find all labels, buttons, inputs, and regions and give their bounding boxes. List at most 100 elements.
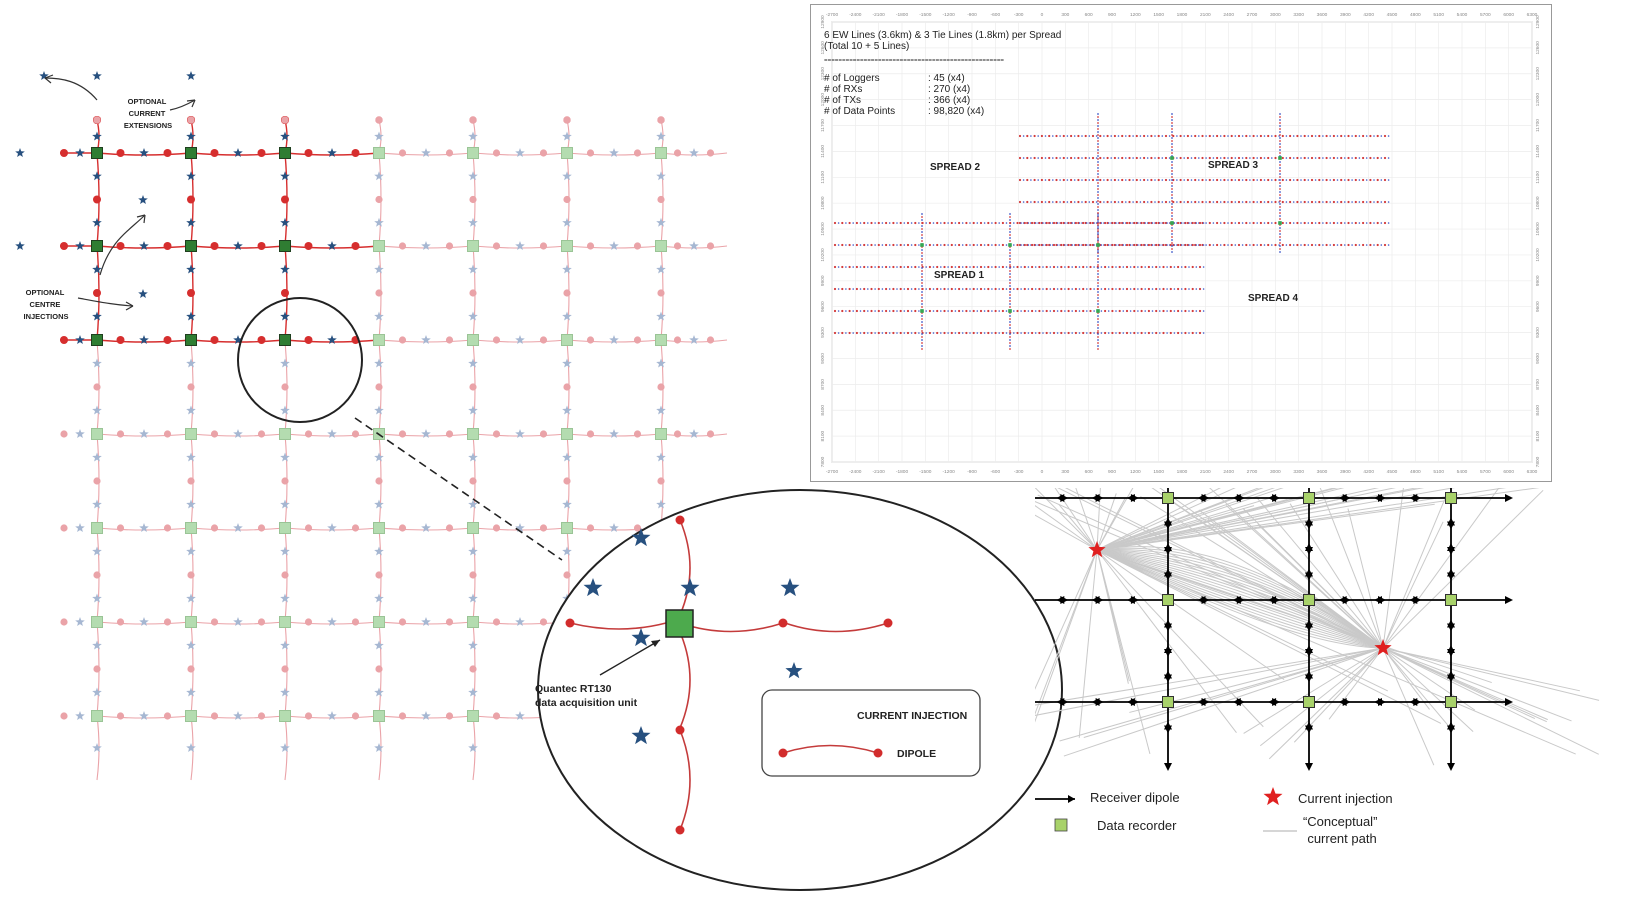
x-tick-top: -600	[991, 12, 1001, 18]
y-tick-right: 12900	[1535, 15, 1541, 29]
spread-recorder	[1096, 243, 1100, 247]
x-tick-bottom: -1500	[919, 469, 932, 475]
y-tick-right: 10200	[1535, 248, 1541, 262]
grid-star	[421, 711, 431, 720]
current-injections	[1088, 541, 1392, 656]
x-tick-bottom: 5400	[1457, 469, 1468, 475]
grid-data-recorder	[467, 616, 479, 628]
grid-star	[75, 429, 85, 438]
grid-star	[468, 640, 478, 650]
grid-electrode	[304, 618, 313, 626]
grid-electrode	[304, 149, 313, 157]
y-tick-left: 12600	[820, 41, 826, 55]
grid-star	[92, 405, 102, 415]
grid-star	[656, 687, 666, 697]
grid-electrode	[492, 524, 501, 532]
x-tick-bottom: 2400	[1223, 469, 1234, 475]
grid-star	[186, 546, 196, 556]
grid-star	[609, 617, 619, 626]
grid-star	[374, 593, 384, 603]
grid-electrode	[633, 712, 642, 720]
grid-data-recorder	[373, 240, 385, 252]
data-recorder	[1445, 492, 1457, 504]
grid-star	[280, 593, 290, 603]
grid-electrode	[163, 712, 172, 720]
x-tick-top: -2700	[826, 12, 839, 18]
grid-electrode	[539, 618, 548, 626]
grid-electrode	[210, 618, 219, 626]
legend-injection-star	[1263, 787, 1283, 806]
grid-electrode	[398, 242, 407, 250]
grid-star	[609, 148, 619, 157]
grid-data-recorder	[561, 616, 573, 628]
legend-data-recorder-icon	[1054, 818, 1068, 832]
spread-recorder	[1278, 221, 1282, 225]
grid-electrode	[492, 430, 501, 438]
grid-electrode	[706, 149, 715, 157]
grid-electrode	[351, 242, 360, 250]
grid-data-recorder	[185, 147, 197, 159]
grid-electrode	[116, 336, 125, 344]
grid-data-recorder	[279, 710, 291, 722]
grid-star	[139, 523, 149, 532]
grid-electrode	[93, 477, 101, 485]
grid-electrode	[706, 524, 715, 532]
stat-value: : 98,820 (x4)	[928, 106, 984, 117]
legend-current-injection-label: CURRENT INJECTION	[857, 710, 967, 722]
x-tick-bottom: -600	[991, 469, 1001, 475]
x-tick-bottom: 3300	[1293, 469, 1304, 475]
grid-data-recorder	[655, 710, 667, 722]
data-recorder	[1445, 696, 1457, 708]
y-tick-right: 7800	[1535, 456, 1541, 467]
grid-electrode	[304, 336, 313, 344]
grid-electrode	[586, 618, 595, 626]
grid-electrode	[633, 149, 642, 157]
grid-electrode	[398, 430, 407, 438]
grid-star	[233, 335, 243, 344]
spread-2-label: SPREAD 2	[930, 162, 980, 173]
grid-data-recorder	[467, 428, 479, 440]
grid-star	[75, 335, 85, 344]
grid-star	[186, 640, 196, 650]
x-tick-top: 300	[1061, 12, 1069, 18]
spread-1-label: SPREAD 1	[934, 270, 984, 281]
x-tick-bottom: -2400	[849, 469, 862, 475]
grid-star	[562, 217, 572, 227]
grid-electrode	[187, 116, 195, 124]
y-tick-left: 7800	[820, 456, 826, 467]
grid-data-recorder	[655, 616, 667, 628]
grid-electrode	[375, 665, 383, 673]
y-tick-left: 9600	[820, 301, 826, 312]
x-tick-top: 4200	[1363, 12, 1374, 18]
grid-data-recorder	[561, 710, 573, 722]
grid-electrode	[116, 242, 125, 250]
grid-electrode	[586, 242, 595, 250]
x-tick-bottom: -1200	[943, 469, 956, 475]
grid-electrode	[445, 618, 454, 626]
grid-electrode	[210, 430, 219, 438]
grid-star	[186, 452, 196, 462]
grid-electrode	[281, 195, 289, 204]
grid-star	[280, 640, 290, 650]
x-tick-bottom: 1800	[1177, 469, 1188, 475]
grid-star	[374, 452, 384, 462]
optional-injection-star	[15, 241, 25, 250]
spread-recorder	[920, 309, 924, 313]
grid-star	[656, 499, 666, 509]
grid-electrode	[351, 524, 360, 532]
spread-recorder	[1170, 221, 1174, 225]
grid-star	[515, 429, 525, 438]
grid-electrode	[657, 383, 665, 391]
grid-star	[186, 358, 196, 368]
grid-electrode	[375, 116, 383, 124]
conceptual-current-path-diagram: Receiver dipole Current injection Data r…	[1035, 488, 1600, 846]
grid-electrode	[257, 430, 266, 438]
grid-star	[139, 429, 149, 438]
y-tick-left: 10500	[820, 222, 826, 236]
header-rule: ========================================…	[824, 57, 1004, 64]
grid-star	[609, 335, 619, 344]
x-tick-top: 6000	[1503, 12, 1514, 18]
x-tick-top: 4500	[1387, 12, 1398, 18]
grid-star	[233, 617, 243, 626]
x-tick-top: 5700	[1480, 12, 1491, 18]
